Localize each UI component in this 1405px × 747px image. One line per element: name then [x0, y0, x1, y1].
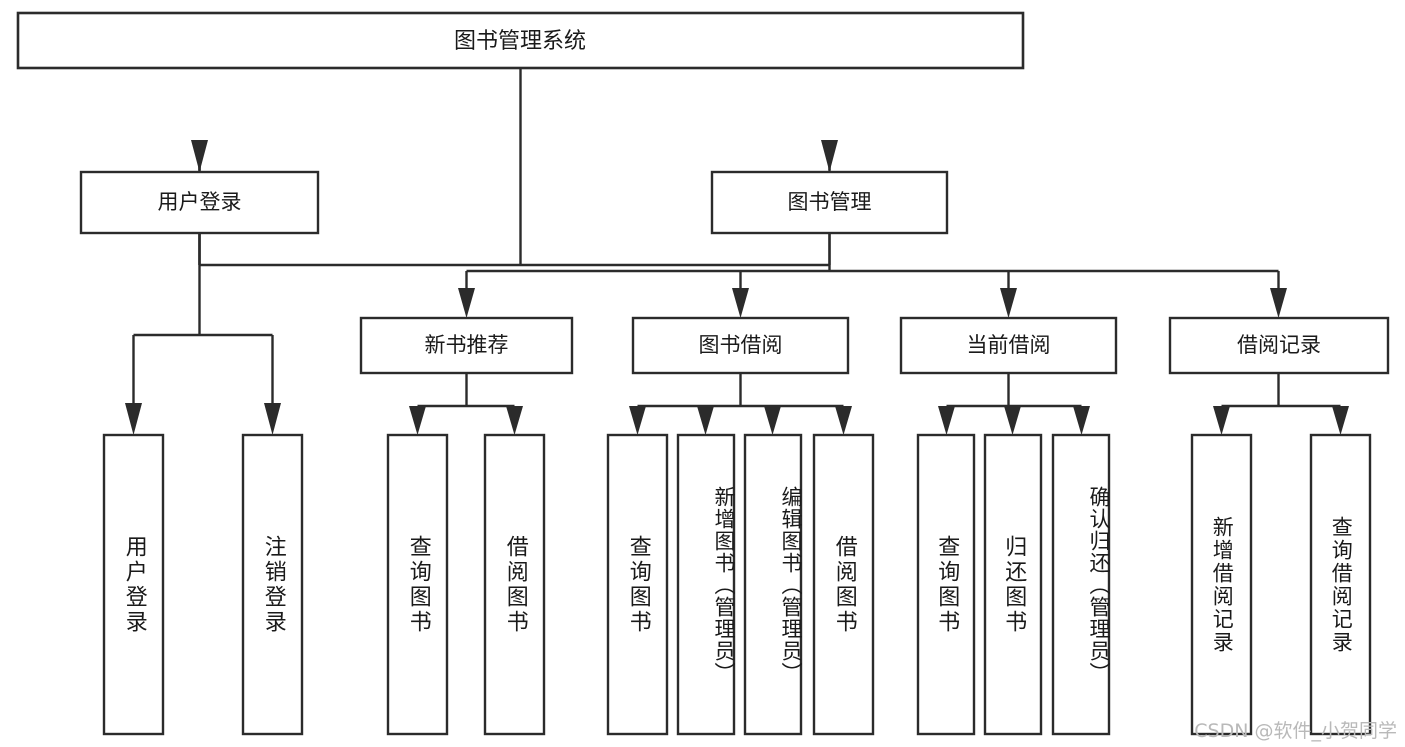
leaf-user-login-box[interactable]: [102, 433, 165, 736]
node-book-management-label: 图书管理: [788, 190, 872, 214]
arrow-leaf-query-books-current: [938, 406, 955, 435]
leaf-logout-box[interactable]: [241, 433, 304, 736]
leaf-confirm-return-admin-box[interactable]: [1051, 433, 1111, 736]
node-user-login[interactable]: 用户登录: [79, 170, 320, 235]
leaf-query-books-current-box[interactable]: [916, 433, 976, 736]
node-current-borrow[interactable]: 当前借阅: [899, 316, 1118, 375]
arrow-user-login: [191, 140, 208, 172]
arrow-book-management: [821, 140, 838, 172]
node-new-book-recommend[interactable]: 新书推荐: [359, 316, 574, 375]
node-book-management-box[interactable]: [710, 170, 949, 235]
node-book-borrow-box[interactable]: [631, 316, 850, 375]
leaf-add-book-admin-box[interactable]: [676, 433, 736, 736]
arrow-leaf-add-borrow-record: [1213, 406, 1230, 435]
node-current-borrow-box[interactable]: [899, 316, 1118, 375]
node-layer: 图书管理系统 用户登录 图书管理 新书推荐 图书借阅: [16, 11, 1390, 736]
arrow-leaf-logout: [264, 403, 281, 435]
arrow-leaf-user-login: [125, 403, 142, 435]
leaf-boxes: [102, 433, 1372, 736]
arrow-leaf-borrow-books-new: [506, 406, 523, 435]
leaf-borrow-books-new-box[interactable]: [483, 433, 546, 736]
arrow-borrow-record: [1270, 288, 1287, 318]
node-borrow-record-box[interactable]: [1168, 316, 1390, 375]
arrow-leaf-borrow-books-borrow: [835, 406, 852, 435]
leaf-query-books-new-box[interactable]: [386, 433, 449, 736]
node-book-borrow-label: 图书借阅: [699, 333, 783, 357]
node-current-borrow-label: 当前借阅: [967, 333, 1051, 357]
connectors-book-borrow-children: [629, 373, 852, 435]
leaf-edit-book-admin-box[interactable]: [743, 433, 803, 736]
node-user-login-box[interactable]: [79, 170, 320, 235]
connector-layer: [125, 68, 1349, 435]
connectors-book-management-children: [458, 233, 1287, 318]
leaf-add-borrow-record-box[interactable]: [1190, 433, 1253, 736]
csdn-watermark: CSDN @软件_小贺同学: [1194, 720, 1397, 742]
leaf-borrow-books-borrow-box[interactable]: [812, 433, 875, 736]
connectors-borrow-record-children: [1213, 373, 1349, 435]
arrow-current-borrow: [1000, 288, 1017, 318]
leaf-return-books-box[interactable]: [983, 433, 1043, 736]
arrow-leaf-add-book-admin: [697, 406, 714, 435]
arrow-book-borrow: [732, 288, 749, 318]
arrow-new-book-recommend: [458, 288, 475, 318]
arrow-leaf-query-books-new: [409, 406, 426, 435]
node-new-book-recommend-label: 新书推荐: [425, 333, 509, 357]
arrow-leaf-confirm-return-admin: [1073, 406, 1090, 435]
arrow-leaf-query-borrow-record: [1332, 406, 1349, 435]
leaf-query-books-borrow-box[interactable]: [606, 433, 669, 736]
connectors-new-book-children: [409, 373, 523, 435]
node-borrow-record[interactable]: 借阅记录: [1168, 316, 1390, 375]
connectors-user-login-children: [125, 233, 281, 435]
node-book-management[interactable]: 图书管理: [710, 170, 949, 235]
node-root-box[interactable]: [16, 11, 1025, 70]
node-root-label: 图书管理系统: [454, 29, 586, 54]
arrow-leaf-query-books-borrow: [629, 406, 646, 435]
node-user-login-label: 用户登录: [158, 190, 242, 214]
leaf-query-borrow-record-box[interactable]: [1309, 433, 1372, 736]
root-drops: [191, 140, 838, 172]
node-root[interactable]: 图书管理系统: [16, 11, 1025, 70]
connectors-current-borrow-children: [938, 373, 1090, 435]
node-borrow-record-label: 借阅记录: [1237, 333, 1321, 357]
node-book-borrow[interactable]: 图书借阅: [631, 316, 850, 375]
arrow-leaf-return-books: [1004, 406, 1021, 435]
node-new-book-recommend-box[interactable]: [359, 316, 574, 375]
arrow-leaf-edit-book-admin: [764, 406, 781, 435]
